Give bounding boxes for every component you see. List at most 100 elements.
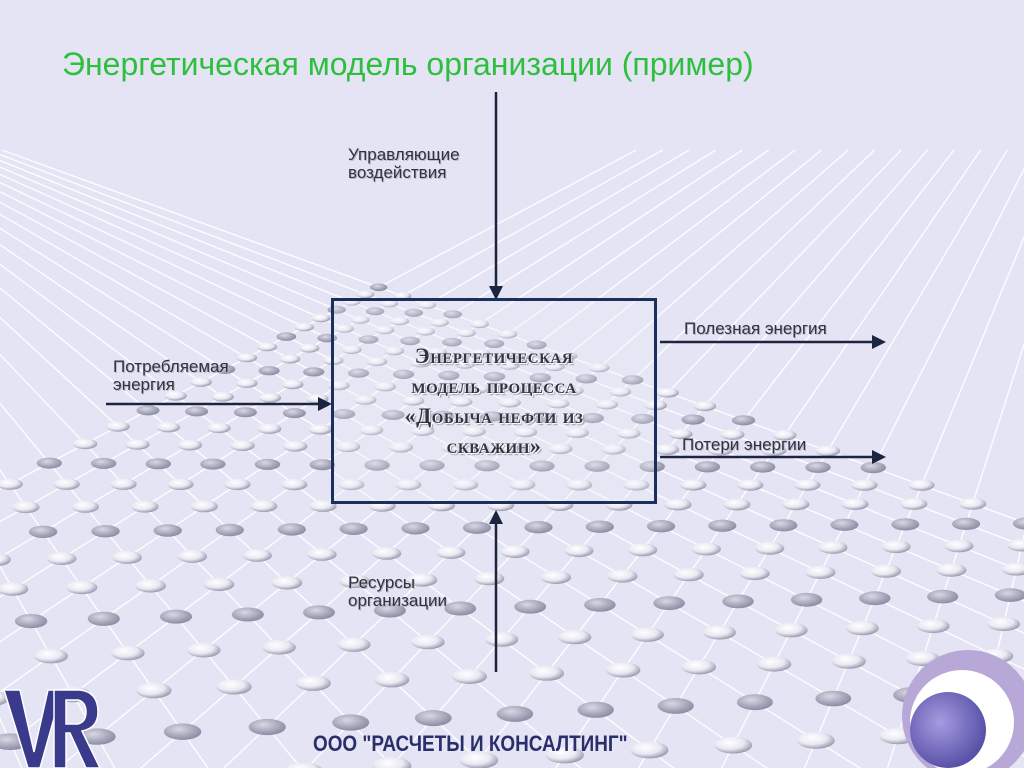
grid-dot [797, 732, 835, 749]
grid-dot [384, 346, 405, 356]
grid-dot [656, 387, 679, 398]
grid-dot [200, 458, 226, 470]
control-arrow [489, 92, 503, 300]
decorative-ring-icon [902, 650, 1024, 768]
input-label: Потребляемая энергия [113, 358, 229, 394]
grid-dot [190, 500, 218, 513]
grid-dot [526, 340, 547, 350]
grid-dot [295, 675, 331, 691]
grid-dot [145, 458, 171, 470]
grid-dot [236, 353, 258, 363]
grid-dot [851, 479, 878, 491]
grid-dot [860, 462, 886, 474]
grid-dot [750, 461, 776, 473]
grid-dot [393, 369, 415, 379]
grid-dot [540, 570, 572, 584]
grid-dot [459, 751, 499, 768]
grid-dot [691, 542, 721, 556]
grid-dot [524, 521, 553, 534]
grid-dot [281, 478, 308, 491]
resources-label-line-1: Ресурсы [348, 573, 416, 592]
grid-dot [370, 283, 388, 292]
grid-dot [1007, 538, 1024, 552]
grid-dot [514, 599, 547, 614]
grid-dot [628, 543, 658, 557]
grid-dot [514, 384, 537, 395]
loss-output-arrow [660, 450, 886, 464]
grid-dot [653, 596, 685, 610]
grid-dot [513, 350, 534, 360]
grid-dot [390, 317, 410, 326]
grid-dot [500, 545, 530, 558]
grid-dot [332, 409, 356, 419]
grid-dot [350, 315, 370, 324]
grid-dot [616, 428, 641, 439]
energy-loss-text: Потери энергии [682, 435, 807, 454]
grid-dot [400, 336, 421, 346]
grid-dot [257, 423, 282, 434]
grid-dot [136, 682, 172, 699]
grid-dot [595, 399, 619, 410]
grid-dot [282, 440, 308, 452]
grid-dot [371, 547, 402, 560]
grid-dot [908, 479, 935, 491]
grid-dot [262, 640, 296, 655]
grid-dot [224, 478, 251, 491]
grid-dot [891, 518, 920, 531]
grid-dot [584, 460, 610, 472]
grid-dot [414, 710, 452, 727]
grid-dot [0, 478, 23, 490]
grid-dot [462, 521, 492, 534]
grid-dot [294, 322, 314, 332]
grid-dot [499, 360, 520, 370]
page-title: Энергетическая модель организации (приме… [62, 46, 754, 82]
grid-dot [185, 406, 209, 417]
grid-dot [438, 370, 460, 381]
grid-dot [401, 395, 425, 406]
grid-dot [474, 460, 500, 472]
control-label-line-2: воздействия [348, 163, 447, 182]
grid-dot [14, 614, 48, 629]
grid-dot [281, 379, 304, 390]
grid-dot [841, 498, 869, 510]
grid-dot [339, 574, 370, 588]
grid-dot [276, 332, 297, 341]
grid-dot [588, 363, 610, 373]
grid-dot [870, 564, 902, 578]
input-label-line-2: энергия [113, 375, 175, 394]
grid-dot [755, 541, 785, 555]
grid-dot [36, 457, 62, 469]
grid-dot [309, 499, 337, 512]
grid-dot [545, 746, 584, 764]
grid-dot [257, 342, 278, 352]
grid-dot [53, 478, 80, 490]
grid-dot [805, 565, 836, 579]
grid-dot [496, 705, 534, 722]
grid-dot [621, 375, 644, 385]
energy-loss-label: Потери энергии [682, 436, 806, 454]
grid-dot [442, 337, 462, 347]
grid-dot [354, 394, 377, 405]
grid-dot [203, 577, 235, 591]
useful-energy-text: Полезная энергия [684, 319, 827, 338]
grid-dot [258, 366, 280, 376]
grid-dot [112, 550, 142, 564]
vr-logo [2, 689, 101, 768]
grid-dot [215, 523, 244, 537]
grid-dot [462, 426, 486, 437]
grid-dot [177, 549, 208, 563]
grid-dot [308, 424, 333, 435]
grid-dot [250, 500, 278, 513]
useful-output-arrow [660, 335, 886, 349]
grid-dot [136, 405, 160, 416]
grid-dot [703, 625, 736, 640]
grid-dot [731, 415, 756, 426]
grid-dot [131, 500, 159, 513]
grid-dot [254, 458, 281, 470]
grid-dot [233, 407, 257, 418]
grid-dot [429, 318, 449, 327]
grid-dot [426, 347, 448, 357]
grid-dot [607, 569, 638, 583]
grid-dot [708, 519, 737, 532]
grid-dot [359, 424, 384, 436]
